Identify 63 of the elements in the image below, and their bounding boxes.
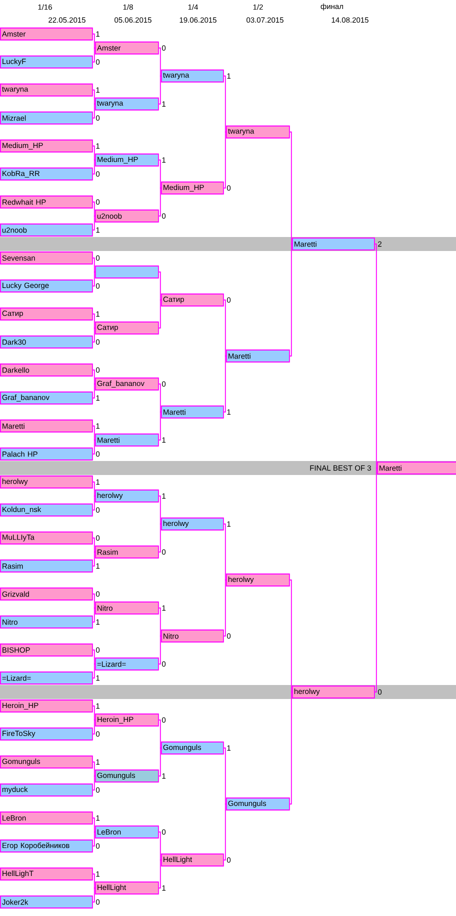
bracket-line: [223, 300, 226, 356]
bracket-line: [92, 552, 96, 566]
bracket-line: [158, 748, 162, 776]
bracket-line: [92, 440, 96, 454]
bracket-line: [158, 412, 162, 440]
bracket-line: [223, 748, 226, 804]
bracket-line: [289, 692, 292, 804]
bracket-line: [158, 720, 162, 748]
bracket-line: [92, 650, 96, 664]
bracket-line: [92, 314, 96, 328]
bracket-line: [374, 244, 378, 468]
bracket-line: [92, 594, 96, 608]
bracket-line: [92, 706, 96, 720]
bracket-line: [223, 524, 226, 580]
bracket-line: [92, 664, 96, 678]
bracket-line: [92, 776, 96, 790]
bracket-line: [158, 48, 162, 76]
bracket-line: [92, 538, 96, 552]
bracket-line: [158, 272, 162, 300]
bracket-line: [92, 832, 96, 846]
bracket-line: [158, 496, 162, 524]
bracket-line: [158, 300, 162, 328]
bracket-line: [158, 384, 162, 412]
bracket-line: [223, 804, 226, 860]
bracket-line: [158, 160, 162, 188]
bracket-line: [92, 384, 96, 398]
bracket-line: [92, 482, 96, 496]
bracket-line: [223, 132, 226, 188]
bracket-line: [92, 90, 96, 104]
bracket-line: [223, 580, 226, 636]
bracket-line: [92, 104, 96, 118]
bracket-line: [92, 160, 96, 174]
bracket-line: [92, 258, 96, 272]
bracket-line: [223, 76, 226, 132]
bracket-line: [92, 48, 96, 62]
bracket-line: [92, 720, 96, 734]
bracket-line: [92, 370, 96, 384]
bracket-line: [158, 832, 162, 860]
bracket-line: [92, 272, 96, 286]
bracket-line: [92, 216, 96, 230]
bracket-line: [92, 496, 96, 510]
empty-box: [95, 266, 159, 278]
bracket-line: [223, 356, 226, 412]
bracket-line: [92, 762, 96, 776]
bracket-line: [158, 860, 162, 888]
bracket-line: [92, 426, 96, 440]
bracket-line: [289, 580, 292, 692]
bracket-line: [92, 328, 96, 342]
bracket-line: [158, 636, 162, 664]
bracket-line: [289, 244, 292, 356]
bracket-line: [158, 524, 162, 552]
bracket-line: [92, 818, 96, 832]
bracket-line: [92, 202, 96, 216]
bracket-line: [158, 188, 162, 216]
bracket-line: [289, 132, 292, 244]
bracket-line: [92, 146, 96, 160]
bracket-line: [92, 34, 96, 48]
bracket-line: [158, 608, 162, 636]
bracket-line: [92, 608, 96, 622]
bracket-line: [374, 468, 378, 692]
bracket-line: [92, 874, 96, 888]
bracket-line: [158, 76, 162, 104]
bracket-line: [92, 888, 96, 902]
